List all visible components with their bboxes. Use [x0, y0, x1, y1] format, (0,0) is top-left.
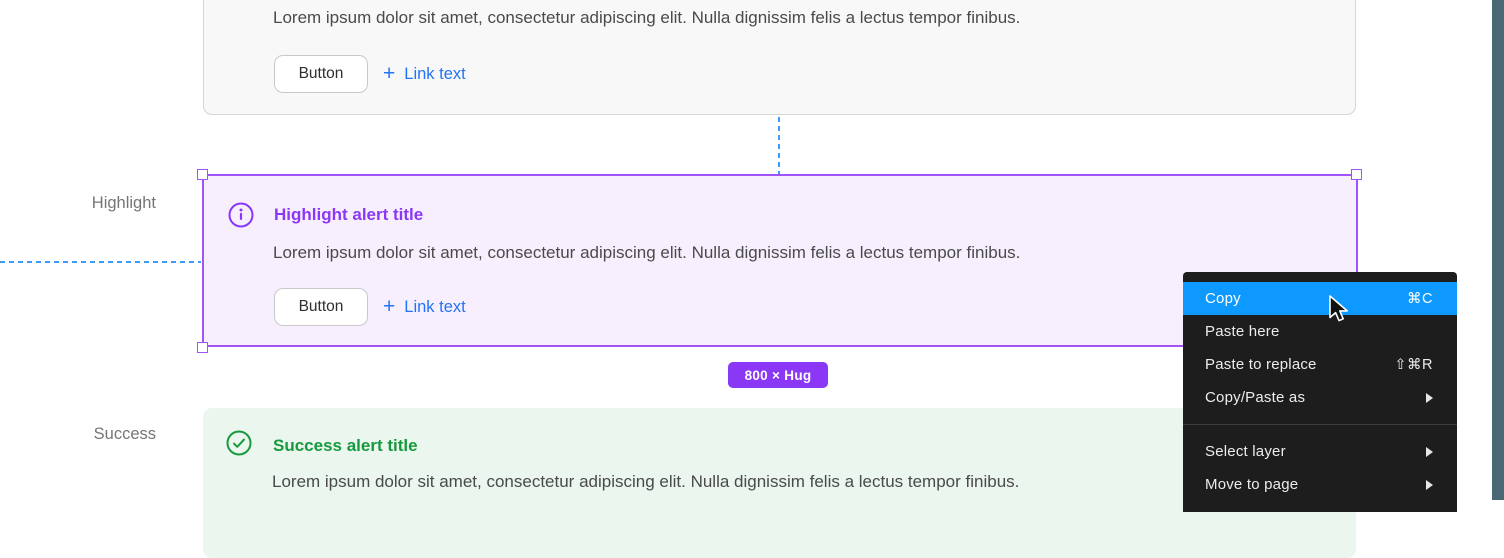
alert-card-default[interactable]: Lorem ipsum dolor sit amet, consectetur …: [203, 0, 1356, 115]
selection-handle-top-left[interactable]: [197, 169, 208, 180]
alert-title: Success alert title: [273, 436, 418, 455]
mouse-cursor-icon: [1329, 295, 1348, 322]
menu-item-copy[interactable]: Copy ⌘C: [1183, 282, 1457, 315]
menu-item-label: Paste here: [1205, 323, 1280, 340]
row-label-highlight: Highlight: [91, 194, 156, 212]
submenu-arrow-icon: [1426, 479, 1433, 490]
menu-item-label: Paste to replace: [1205, 356, 1317, 373]
alert-link[interactable]: + Link text: [383, 294, 466, 320]
menu-item-shortcut: ⇧⌘R: [1394, 356, 1433, 373]
menu-item-label: Select layer: [1205, 443, 1286, 460]
menu-item-move-to-page[interactable]: Move to page: [1183, 468, 1457, 501]
context-menu: Copy ⌘C Paste here Paste to replace ⇧⌘R …: [1183, 272, 1457, 512]
menu-item-label: Copy: [1205, 290, 1241, 307]
menu-item-label: Move to page: [1205, 476, 1299, 493]
menu-item-shortcut: ⌘C: [1407, 290, 1433, 307]
check-circle-icon: [226, 430, 252, 456]
link-label: Link text: [404, 297, 466, 316]
menu-item-select-layer[interactable]: Select layer: [1183, 435, 1457, 468]
alert-body-text: Lorem ipsum dolor sit amet, consectetur …: [273, 8, 1021, 27]
selection-size-badge: 800 × Hug: [728, 362, 828, 388]
plus-icon: +: [383, 295, 396, 318]
alert-title: Highlight alert title: [274, 205, 424, 224]
selection-handle-top-right[interactable]: [1351, 169, 1362, 180]
submenu-arrow-icon: [1426, 446, 1433, 457]
canvas-edge-bar: [1492, 0, 1504, 500]
menu-item-label: Copy/Paste as: [1205, 389, 1306, 406]
alert-button[interactable]: Button: [274, 288, 368, 326]
submenu-arrow-icon: [1426, 392, 1433, 403]
alert-body-text: Lorem ipsum dolor sit amet, consectetur …: [272, 472, 1020, 491]
info-circle-icon: [228, 202, 254, 228]
menu-item-copy-paste-as[interactable]: Copy/Paste as: [1183, 381, 1457, 414]
row-label-success: Success: [93, 425, 156, 443]
selection-handle-bottom-left[interactable]: [197, 342, 208, 353]
menu-separator: [1183, 424, 1457, 425]
alert-card-highlight[interactable]: Highlight alert title Lorem ipsum dolor …: [202, 174, 1358, 347]
menu-item-paste-to-replace[interactable]: Paste to replace ⇧⌘R: [1183, 348, 1457, 381]
link-label: Link text: [404, 64, 466, 83]
plus-icon: +: [383, 62, 396, 85]
alert-button[interactable]: Button: [274, 55, 368, 93]
menu-item-paste-here[interactable]: Paste here: [1183, 315, 1457, 348]
alert-body-text: Lorem ipsum dolor sit amet, consectetur …: [273, 243, 1021, 262]
alert-link[interactable]: + Link text: [383, 61, 466, 87]
horizontal-center-guide: [0, 261, 201, 263]
